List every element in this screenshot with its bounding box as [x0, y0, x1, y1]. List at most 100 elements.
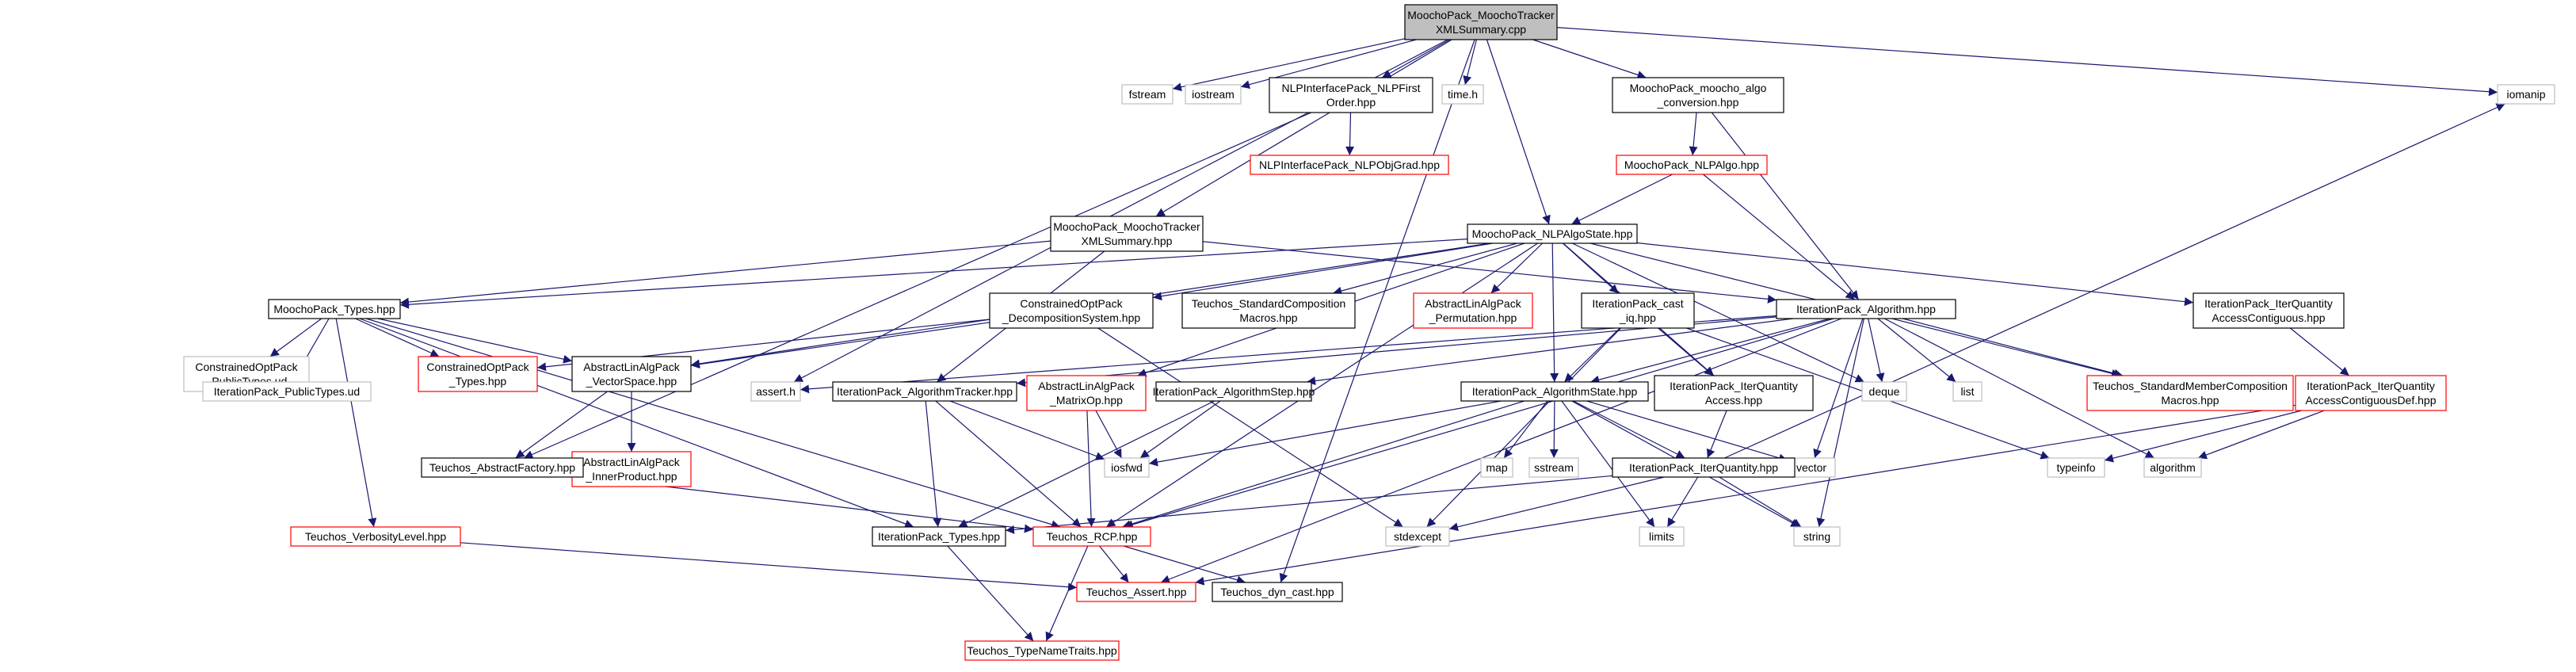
edge-iterquantity-to-string — [1719, 476, 1802, 528]
node-rcp[interactable]: Teuchos_RCP.hpp — [1032, 526, 1151, 547]
node-coptdecomp[interactable]: ConstrainedOptPack_DecompositionSystem.h… — [989, 292, 1154, 329]
node-algostate[interactable]: IterationPack_AlgorithmState.hpp — [1460, 381, 1649, 402]
edge-mptypes-to-iptypes — [359, 318, 914, 529]
node-label-coptypes-0: ConstrainedOptPack — [426, 361, 529, 373]
node-box-nlpobjgrad — [1250, 155, 1449, 175]
node-label-tassert-0: Teuchos_Assert.hpp — [1086, 586, 1187, 598]
edge-rcp-to-typename — [1045, 545, 1089, 642]
node-iosfwd: iosfwd — [1104, 457, 1150, 478]
edge-iqcontigdef-to-tassert — [1195, 404, 2296, 586]
node-box-alaperm — [1413, 292, 1533, 329]
node-dyncast[interactable]: Teuchos_dyn_cast.hpp — [1212, 582, 1343, 602]
node-iqcontig[interactable]: IterationPack_IterQuantityAccessContiguo… — [2192, 292, 2345, 329]
edge-nlpalgostate-to-rcp — [1105, 242, 1539, 528]
node-tassert[interactable]: Teuchos_Assert.hpp — [1076, 582, 1196, 602]
node-iqcontigdef[interactable]: IterationPack_IterQuantityAccessContiguo… — [2295, 375, 2447, 411]
node-iptypes[interactable]: IterationPack_Types.hpp — [872, 526, 1006, 547]
edge-iterquantity-to-iptypes — [1005, 475, 1613, 534]
edge-nlpfirst-to-nlpobjgrad — [1345, 112, 1355, 156]
edge-alavs-to-absfactory — [515, 391, 608, 459]
node-algoconv[interactable]: MoochoPack_moocho_algo_conversion.hpp — [1612, 77, 1784, 113]
node-deque: deque — [1861, 381, 1907, 402]
edge-iqcontigdef-to-typeinfo — [2104, 410, 2303, 463]
node-label-sstream-0: sstream — [1534, 461, 1574, 474]
node-itercast[interactable]: IterationPack_cast_iq.hpp — [1581, 292, 1695, 329]
node-box-root — [1404, 4, 1558, 40]
edge-iptypes-to-typename — [947, 545, 1034, 642]
node-label-coptypes-1: _Types.hpp — [448, 375, 507, 388]
node-typename[interactable]: Teuchos_TypeNameTraits.hpp — [964, 640, 1120, 661]
node-sstream: sstream — [1528, 457, 1579, 478]
edge-nlpalgostate-to-alaperm — [1490, 242, 1544, 294]
node-alaperm[interactable]: AbstractLinAlgPack_Permutation.hpp — [1413, 292, 1533, 329]
node-label-nlpalgo-0: MoochoPack_NLPAlgo.hpp — [1624, 158, 1759, 171]
edge-algostate-to-limits — [1561, 400, 1655, 528]
edge-nlpalgo-to-iteralgo — [1703, 174, 1855, 300]
node-coptypes[interactable]: ConstrainedOptPack _Types.hpp — [418, 356, 538, 392]
node-box-algoconv — [1612, 77, 1784, 113]
edge-algoconv-to-iteralgo — [1711, 112, 1860, 300]
node-box-list — [1952, 381, 1983, 402]
node-algotracker[interactable]: IterationPack_AlgorithmTracker.hpp — [832, 381, 1017, 402]
node-box-algostep — [1155, 381, 1312, 402]
node-box-iqcontigdef — [2295, 375, 2447, 411]
node-box-iterquantity — [1612, 457, 1796, 478]
node-box-coptypes — [418, 356, 538, 392]
node-stdmember[interactable]: Teuchos_StandardMemberCompositionMacros.… — [2086, 375, 2294, 411]
node-nlpalgostate[interactable]: MoochoPack_NLPAlgoState.hpp — [1467, 223, 1638, 244]
node-label-typeinfo-0: typeinfo — [2056, 461, 2095, 474]
node-fstream: fstream — [1121, 84, 1174, 105]
node-nlpobjgrad[interactable]: NLPInterfacePack_NLPObjGrad.hpp — [1250, 155, 1449, 175]
node-label-iterquantity-0: IterationPack_IterQuantity.hpp — [1629, 461, 1778, 474]
node-label-limits-0: limits — [1649, 530, 1674, 543]
node-label-ipud-0: IterationPack_PublicTypes.ud — [214, 385, 360, 398]
edge-iteralgo-to-deque — [1868, 318, 1885, 383]
node-alamatrix[interactable]: AbstractLinAlgPack_MatrixOp.hpp — [1026, 375, 1147, 411]
node-box-coptdecomp — [989, 292, 1154, 329]
node-box-stdmember — [2086, 375, 2294, 411]
node-mptypes[interactable]: MoochoPack_Types.hpp — [268, 299, 401, 319]
node-absfactory[interactable]: Teuchos_AbstractFactory.hpp — [421, 457, 584, 478]
edge-iqcontigdef-to-algorithm — [2197, 410, 2325, 460]
node-iterquantity[interactable]: IterationPack_IterQuantity.hpp — [1612, 457, 1796, 478]
node-alavs[interactable]: AbstractLinAlgPack_VectorSpace.hpp — [571, 356, 692, 392]
node-box-iomanip — [2497, 84, 2555, 105]
node-label-algostep-0: IterationPack_AlgorithmStep.hpp — [1153, 385, 1315, 398]
node-label-itercast-1: _iq.hpp — [1619, 311, 1656, 324]
edge-iterquantity-to-stdexcept — [1448, 476, 1665, 532]
node-label-typename-0: Teuchos_TypeNameTraits.hpp — [967, 644, 1117, 657]
node-label-alavs-0: AbstractLinAlgPack — [583, 361, 680, 373]
node-label-deque-0: deque — [1869, 385, 1900, 398]
node-algostep[interactable]: IterationPack_AlgorithmStep.hpp — [1153, 381, 1315, 402]
node-label-stdcomp-1: Macros.hpp — [1239, 311, 1297, 324]
node-verbosity[interactable]: Teuchos_VerbosityLevel.hpp — [290, 526, 461, 547]
edge-nlpalgostate-to-stdcomp — [1333, 242, 1517, 296]
node-box-iosfwd — [1104, 457, 1150, 478]
edge-trackerhpp-to-mptypes — [399, 240, 1051, 307]
node-limits: limits — [1639, 526, 1685, 547]
node-label-stdexcept-0: stdexcept — [1394, 530, 1441, 543]
edge-mptypes-to-rcp — [365, 318, 1061, 529]
node-iteralgo[interactable]: IterationPack_Algorithm.hpp — [1776, 299, 1956, 319]
node-alainner[interactable]: AbstractLinAlgPack_InnerProduct.hpp — [571, 451, 692, 487]
edge-root-to-iomanip — [1556, 27, 2498, 97]
edge-alamatrix-to-iosfwd — [1095, 410, 1123, 459]
node-box-nlpfirst — [1269, 77, 1433, 113]
node-label-mptypes-0: MoochoPack_Types.hpp — [273, 303, 395, 315]
edge-algoconv-to-nlpalgo — [1689, 112, 1698, 156]
edge-itercast-to-stdexcept — [1426, 327, 1621, 528]
node-iomanip: iomanip — [2497, 84, 2555, 105]
node-label-coptdecomp-1: _DecompositionSystem.hpp — [1002, 311, 1141, 324]
node-nlpalgo[interactable]: MoochoPack_NLPAlgo.hpp — [1616, 155, 1768, 175]
node-box-mptypes — [268, 299, 401, 319]
node-label-iomanip-0: iomanip — [2506, 88, 2545, 101]
edge-root-to-dyncast — [1279, 39, 1475, 583]
dependency-edges — [269, 27, 2505, 642]
node-box-iteralgo — [1776, 299, 1956, 319]
